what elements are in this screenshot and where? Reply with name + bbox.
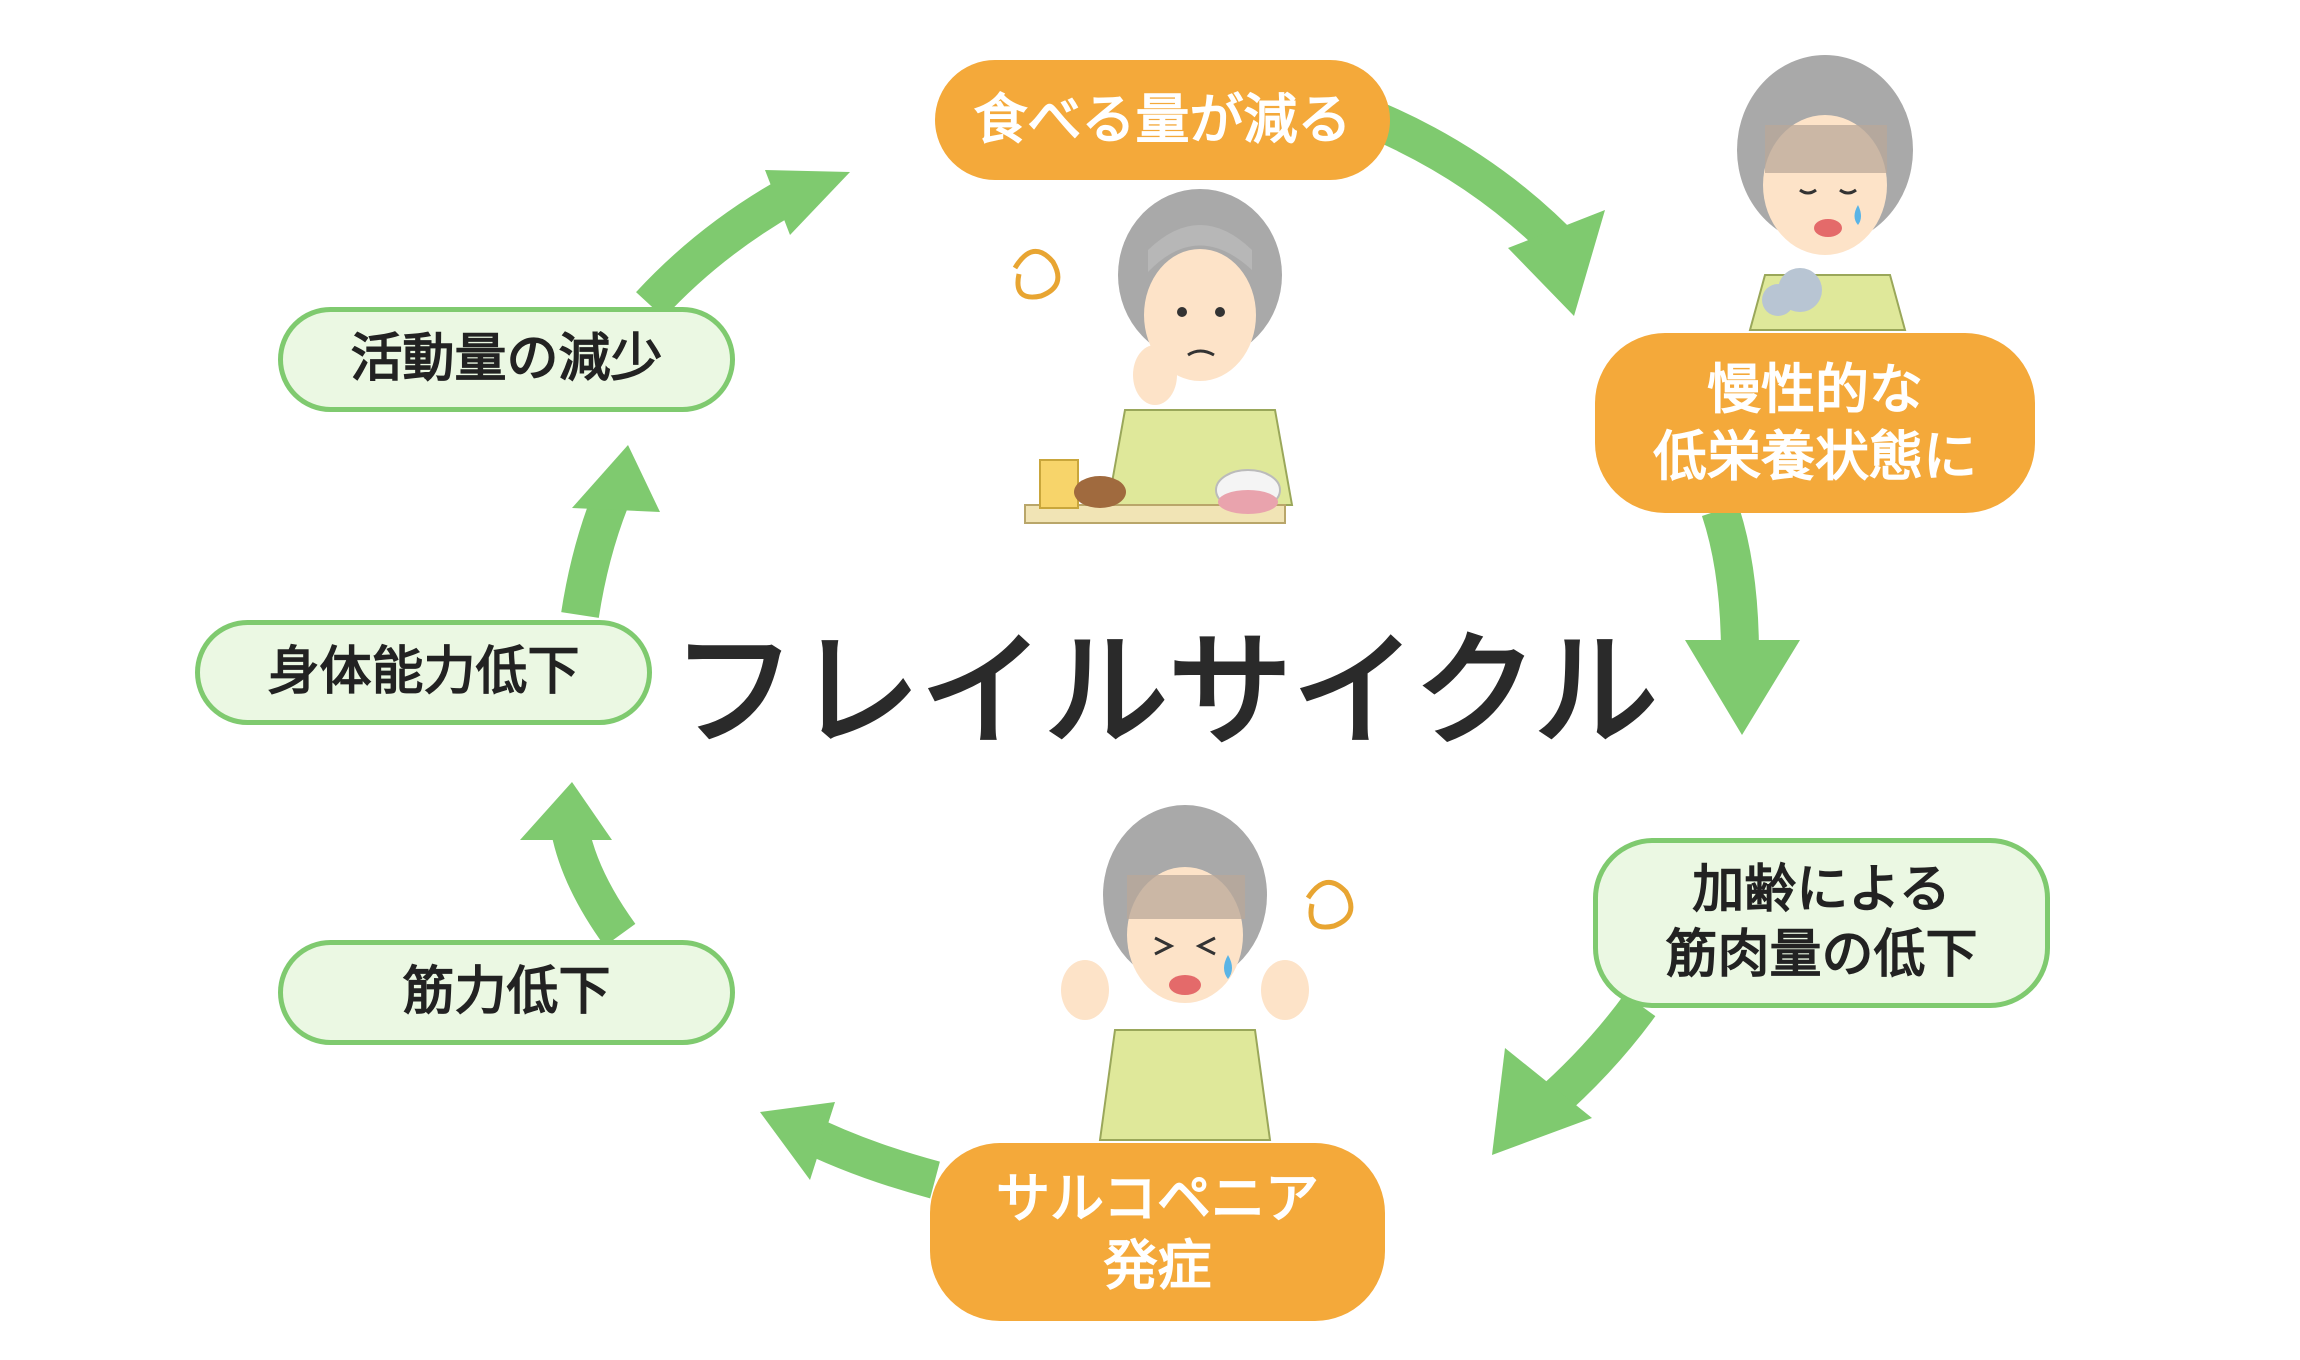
node-malnutrition-line-2: 低栄養状態に [1653,425,1977,488]
node-eat-less: 食べる量が減る [935,60,1390,180]
node-sarcopenia-line-1: サルコペニア [996,1166,1319,1230]
arrowhead-malnutrition [1508,210,1605,316]
arrow-physical-to-activity [561,488,630,618]
distressed-woman-illustration [1061,805,1354,1141]
arrowhead-activity [572,445,660,512]
arrow-strength-to-physical [551,825,636,947]
node-muscle-loss: 加齢による 筋肉量の低下 [1593,838,2050,1008]
arrowhead-muscle [1685,640,1800,735]
node-sarcopenia-line-2: 発症 [1103,1234,1212,1297]
node-muscle-loss-line-1: 加齢による [1692,860,1951,920]
sad-sighing-woman-illustration [1737,55,1913,331]
node-strength-loss-text: 筋力低下 [402,962,611,1022]
node-sarcopenia: サルコペニア 発症 [930,1143,1385,1321]
node-malnutrition: 慢性的な 低栄養状態に [1595,333,2035,513]
node-strength-loss: 筋力低下 [278,940,735,1045]
worried-eating-woman-illustration [1012,189,1294,524]
node-malnutrition-line-1: 慢性的な [1707,357,1923,421]
arrowhead-physical [520,782,612,840]
arrow-activity-to-eat [636,178,800,318]
node-eat-less-text: 食べる量が減る [973,88,1352,152]
arrowhead-sarcopenia [1492,1048,1592,1155]
arrowhead-eat [765,170,850,235]
node-activity-loss-text: 活動量の減少 [350,329,663,389]
arrowhead-strength [760,1102,835,1180]
node-physical-decline-text: 身体能力低下 [267,642,580,702]
arrow-malnutrition-to-muscle [1701,503,1759,656]
node-muscle-loss-line-2: 筋肉量の低下 [1665,925,1978,985]
node-physical-decline: 身体能力低下 [195,620,652,725]
diagram-title: フレイルサイクル [672,620,1658,764]
node-activity-loss: 活動量の減少 [278,307,735,412]
